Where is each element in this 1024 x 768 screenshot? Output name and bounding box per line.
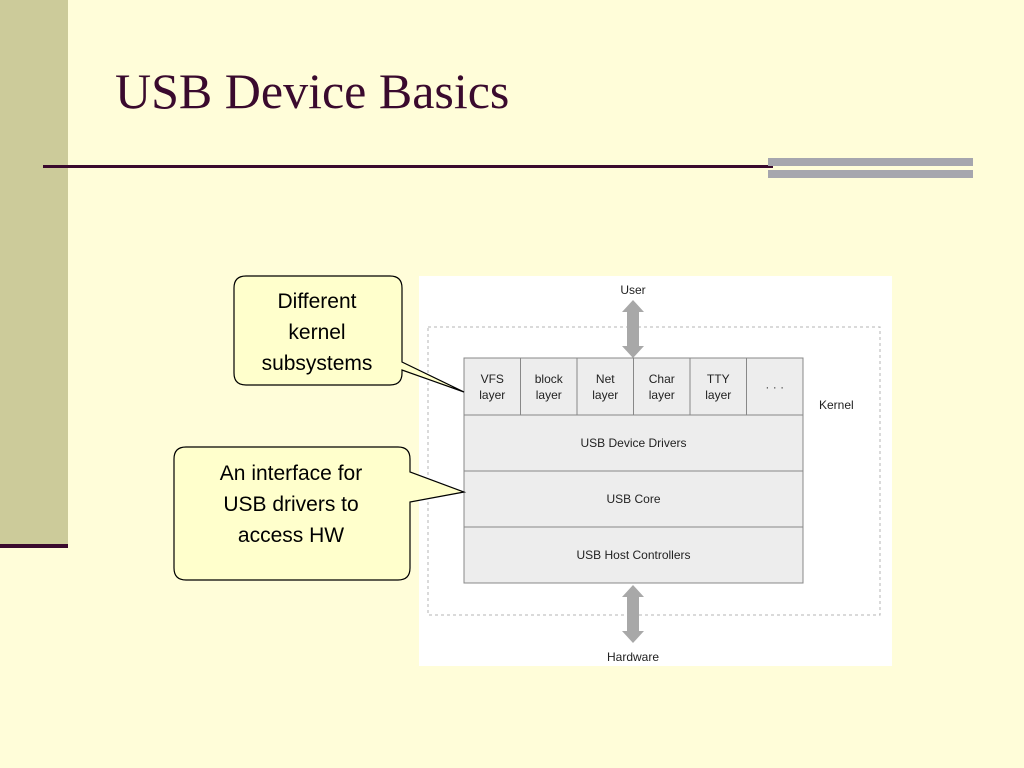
subsystem-box-more (746, 357, 804, 416)
subsystem-box-block-layer (520, 357, 578, 416)
diagram-boxes: VFS layer block layer Net layer Char layer TTY la… (463, 357, 804, 584)
subsystem-label: VFS (481, 372, 504, 386)
callout-subsystems-text: Different kernel subsystems (261, 290, 373, 375)
subsystem-box-char-layer (633, 357, 691, 416)
title-rule-accent (768, 158, 973, 178)
subsystem-box-vfs-layer (463, 357, 521, 416)
stack-box-usb-device-drivers (463, 414, 804, 472)
subsystem-box-tty-layer (689, 357, 747, 416)
slide-title: USB Device Basics (115, 63, 510, 119)
diagram-canvas: User Hardware Kernel VFS layer block layer N… (427, 283, 881, 664)
user-arrow (622, 300, 644, 358)
subsystem-sublabel: layer (592, 388, 618, 402)
side-bar (0, 0, 68, 546)
subsystem-sublabel: layer (649, 388, 675, 402)
subsystem-label: TTY (707, 372, 730, 386)
side-bar-foot (0, 544, 68, 548)
subsystem-label: Net (596, 372, 615, 386)
stack-label-usb-device-drivers: USB Device Drivers (580, 436, 686, 450)
stack-label-usb-host-controllers: USB Host Controllers (576, 548, 690, 562)
user-label: User (620, 283, 645, 297)
hardware-label: Hardware (607, 650, 659, 664)
kernel-label: Kernel (819, 398, 854, 412)
subsystem-sublabel: layer (479, 388, 505, 402)
subsystem-box-net-layer (576, 357, 634, 416)
subsystem-sublabel: layer (536, 388, 562, 402)
subsystem-label: block (535, 372, 564, 386)
usb-architecture-diagram: User Hardware Kernel VFS layer block layer N… (419, 276, 892, 666)
callout-interface-text: An interface for USB drivers to access H… (219, 462, 363, 547)
hardware-arrow (622, 585, 644, 643)
subsystem-label: Char (649, 372, 675, 386)
subsystem-label: · · · (765, 380, 784, 394)
stack-box-usb-host-controllers (463, 526, 804, 584)
kernel-boundary (427, 326, 881, 616)
subsystem-sublabel: layer (705, 388, 731, 402)
title-rule (43, 165, 773, 168)
stack-label-usb-core: USB Core (606, 492, 660, 506)
